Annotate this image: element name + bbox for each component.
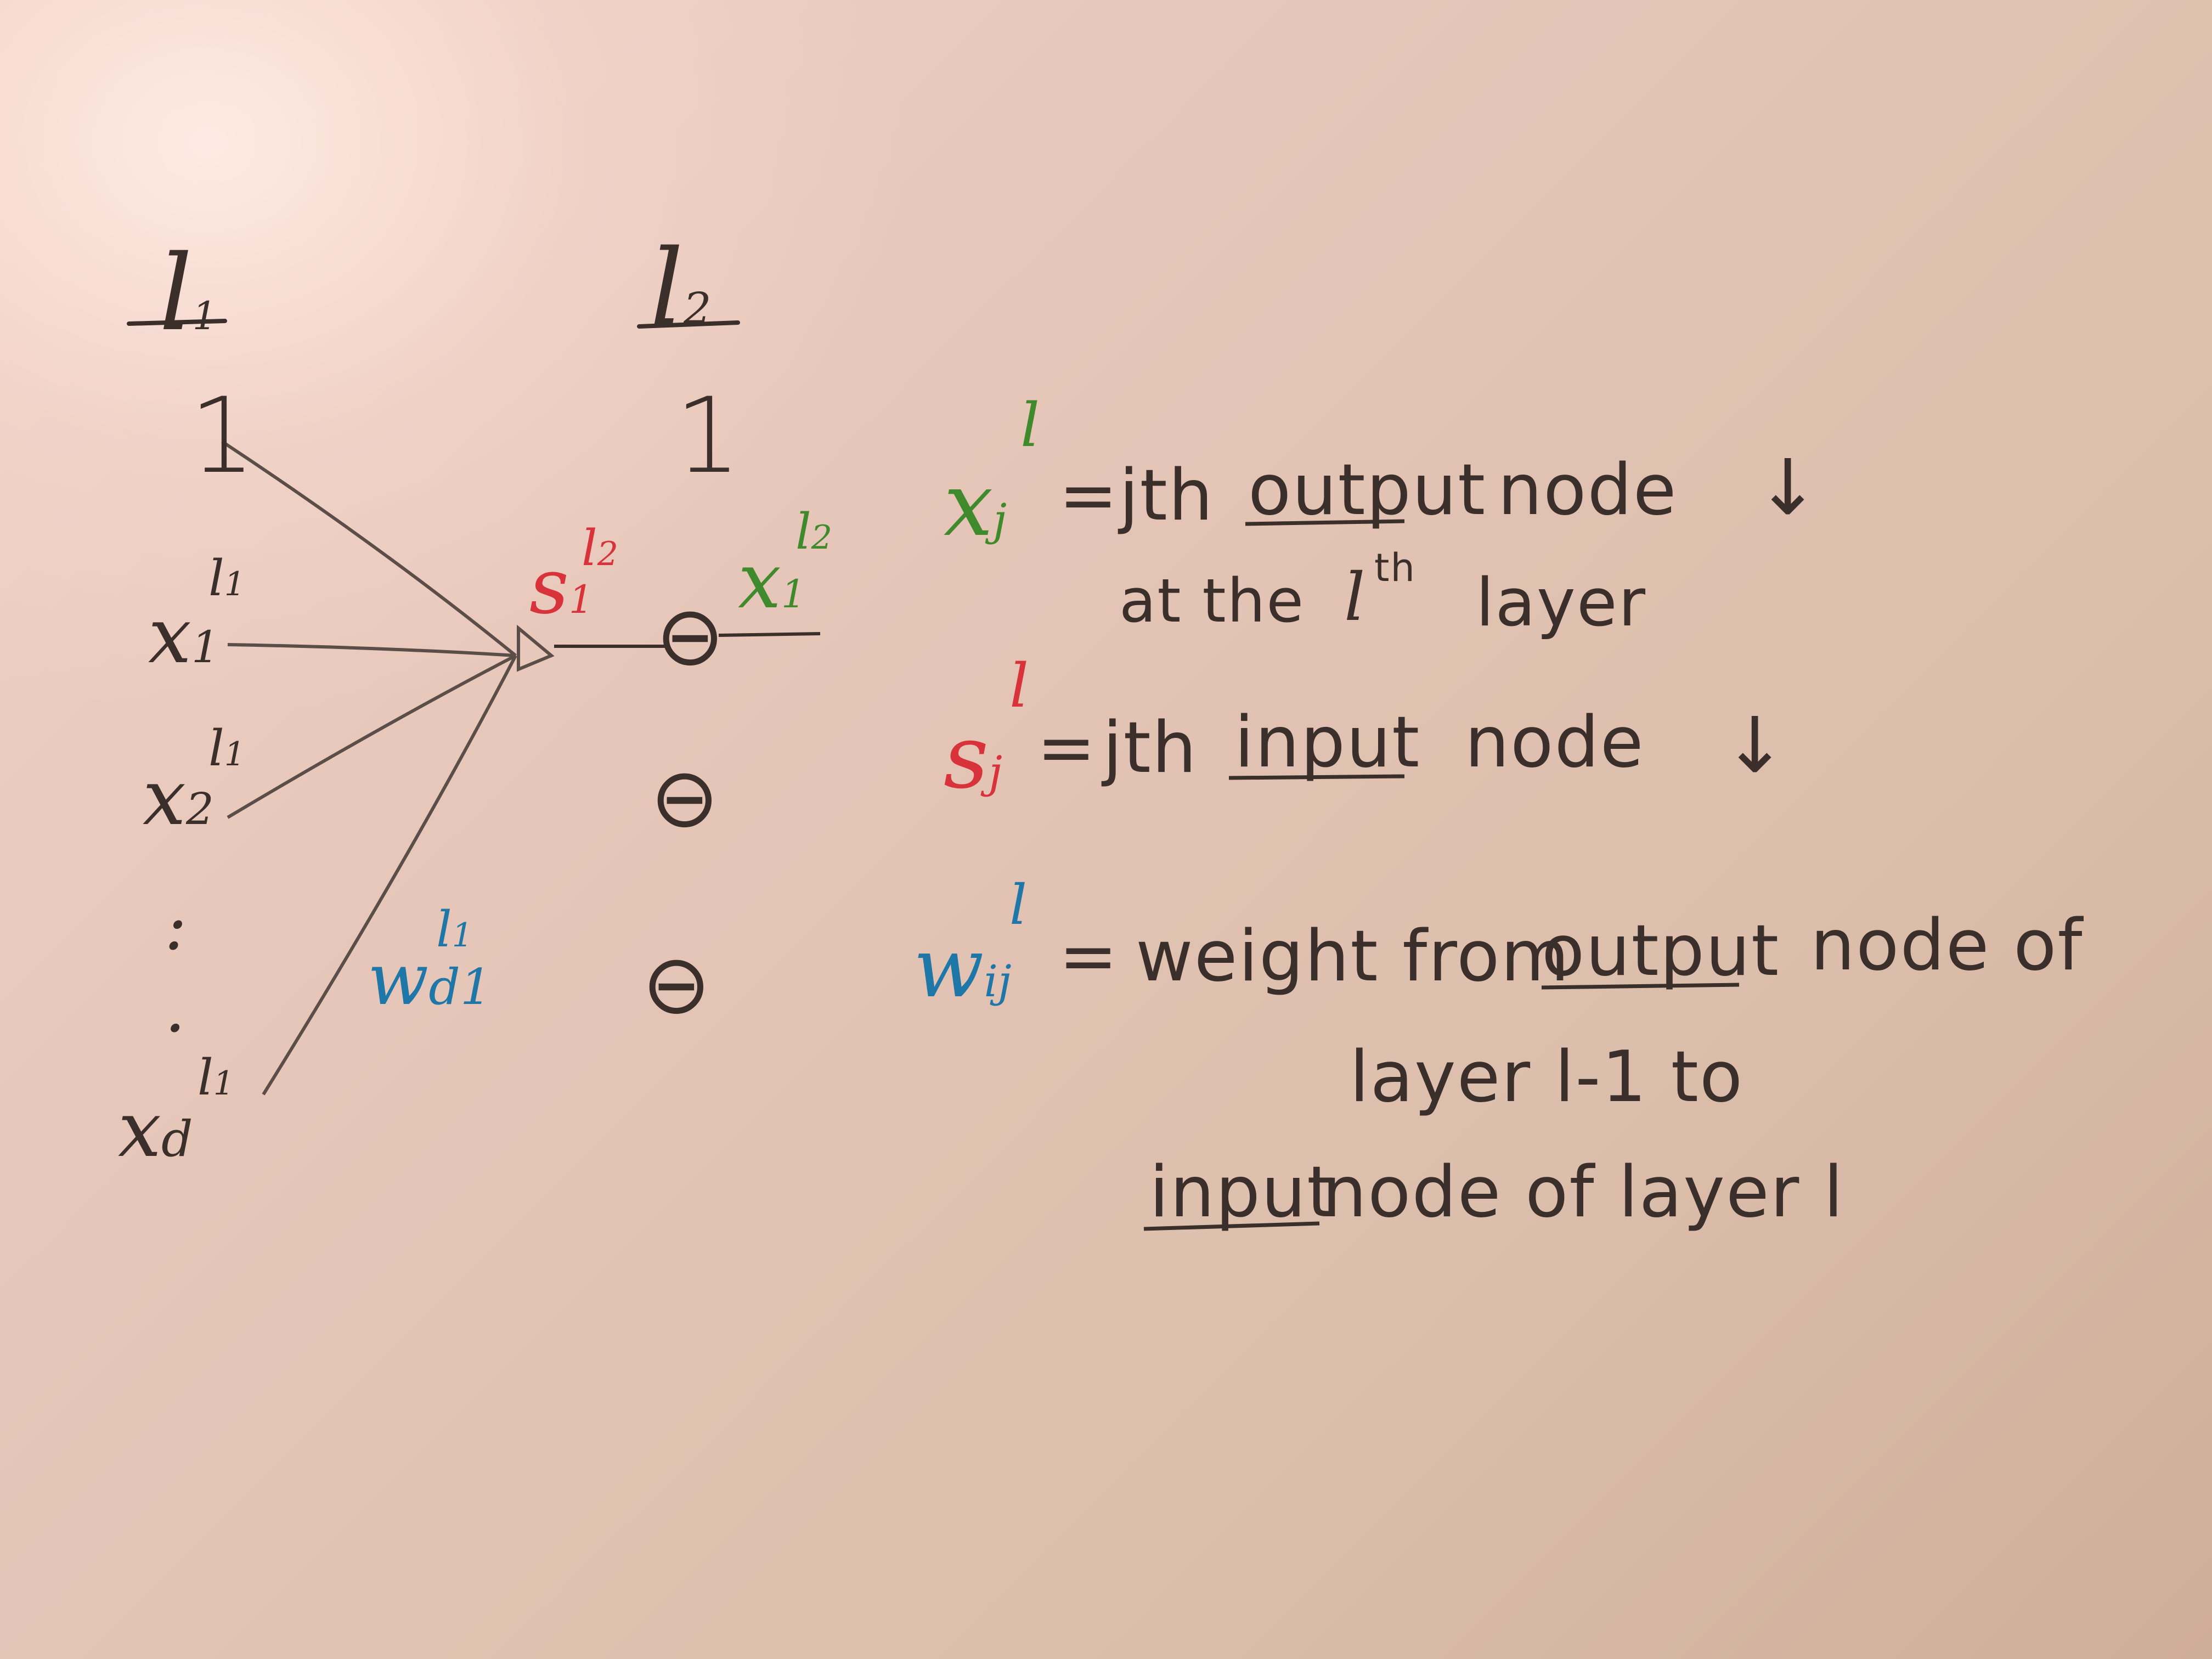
def-w-text3: node of [1810,905,2084,986]
def-x-line2c: th [1374,545,1416,590]
def-x-arrow: ↓ [1756,443,1821,533]
def-s-eq: = [1037,707,1097,789]
def-x-line2b: l [1344,560,1365,636]
input-x1-sup: l1 [208,550,245,607]
def-s-sup: l [1009,651,1029,721]
def-w-lhs: wij [913,921,1012,1016]
neuron-theta-3: ⊖ [642,937,711,1032]
input-xd-sup: l1 [198,1049,234,1107]
def-s-arrow: ↓ [1723,701,1788,791]
layer-l2-label: l2 [650,227,712,348]
def-x-sup: l [1020,390,1040,460]
edge-neuron-out [718,632,821,637]
edge-x2-to-sum [227,654,517,819]
def-w-line2: layer l-1 to [1350,1036,1744,1118]
neuron-theta-2: ⊖ [650,751,719,846]
weight-label-sup: l1 [436,901,473,958]
def-w-line3b: node of layer l [1322,1152,1844,1233]
def-s-lhs: sj [944,706,1002,808]
neuron-input-s-sup: l2 [582,520,618,577]
def-s-text2: input [1234,702,1421,783]
ellipsis-dots: : [165,889,187,965]
ellipsis-dot: . [165,971,186,1047]
def-w-eq: = [1059,916,1119,997]
input-x2: x2 [143,753,214,843]
def-w-text1: weight from [1136,916,1571,997]
bias-node-l1: 1 [189,375,256,496]
underline-input-1 [1228,774,1405,780]
bias-node-l2: 1 [675,375,741,496]
def-s-text1: jth [1103,707,1198,789]
neuron-input-s: s1 [529,542,594,631]
neuron-output-x: x1 [738,537,806,626]
def-x-line2: at the [1119,566,1305,636]
edge-x1-to-sum [227,643,516,657]
def-x-eq: = [1059,455,1119,537]
l2-underline [637,320,740,329]
underline-output-1 [1245,519,1405,526]
l1-underline [127,319,227,326]
input-x2-sup: l1 [208,720,245,777]
def-x-text2: output [1248,449,1487,531]
def-x-lhs: xj [944,453,1007,556]
underline-input-2 [1143,1221,1320,1231]
underline-output-2 [1541,983,1740,990]
def-s-text3: node [1465,702,1645,783]
sum-arrowhead [517,624,555,672]
def-x-text3: node [1498,449,1678,531]
neuron-output-x-sup: l2 [795,503,832,561]
weight-label-wd1: wd1 [368,938,492,1021]
input-x1: x1 [148,591,219,681]
def-x-text1: jth [1119,455,1214,537]
def-w-line3a: input [1149,1152,1336,1233]
def-x-line2d: layer [1476,565,1647,641]
layer-l1-label: l1 [159,233,217,354]
def-w-sup: l [1009,873,1027,937]
edge-bias-to-sum [221,440,517,657]
input-xd: xd [118,1085,193,1175]
def-w-text2: output [1542,910,1780,992]
edge-xd-to-sum [262,654,517,1096]
neuron-theta-1: ⊖ [656,589,725,684]
